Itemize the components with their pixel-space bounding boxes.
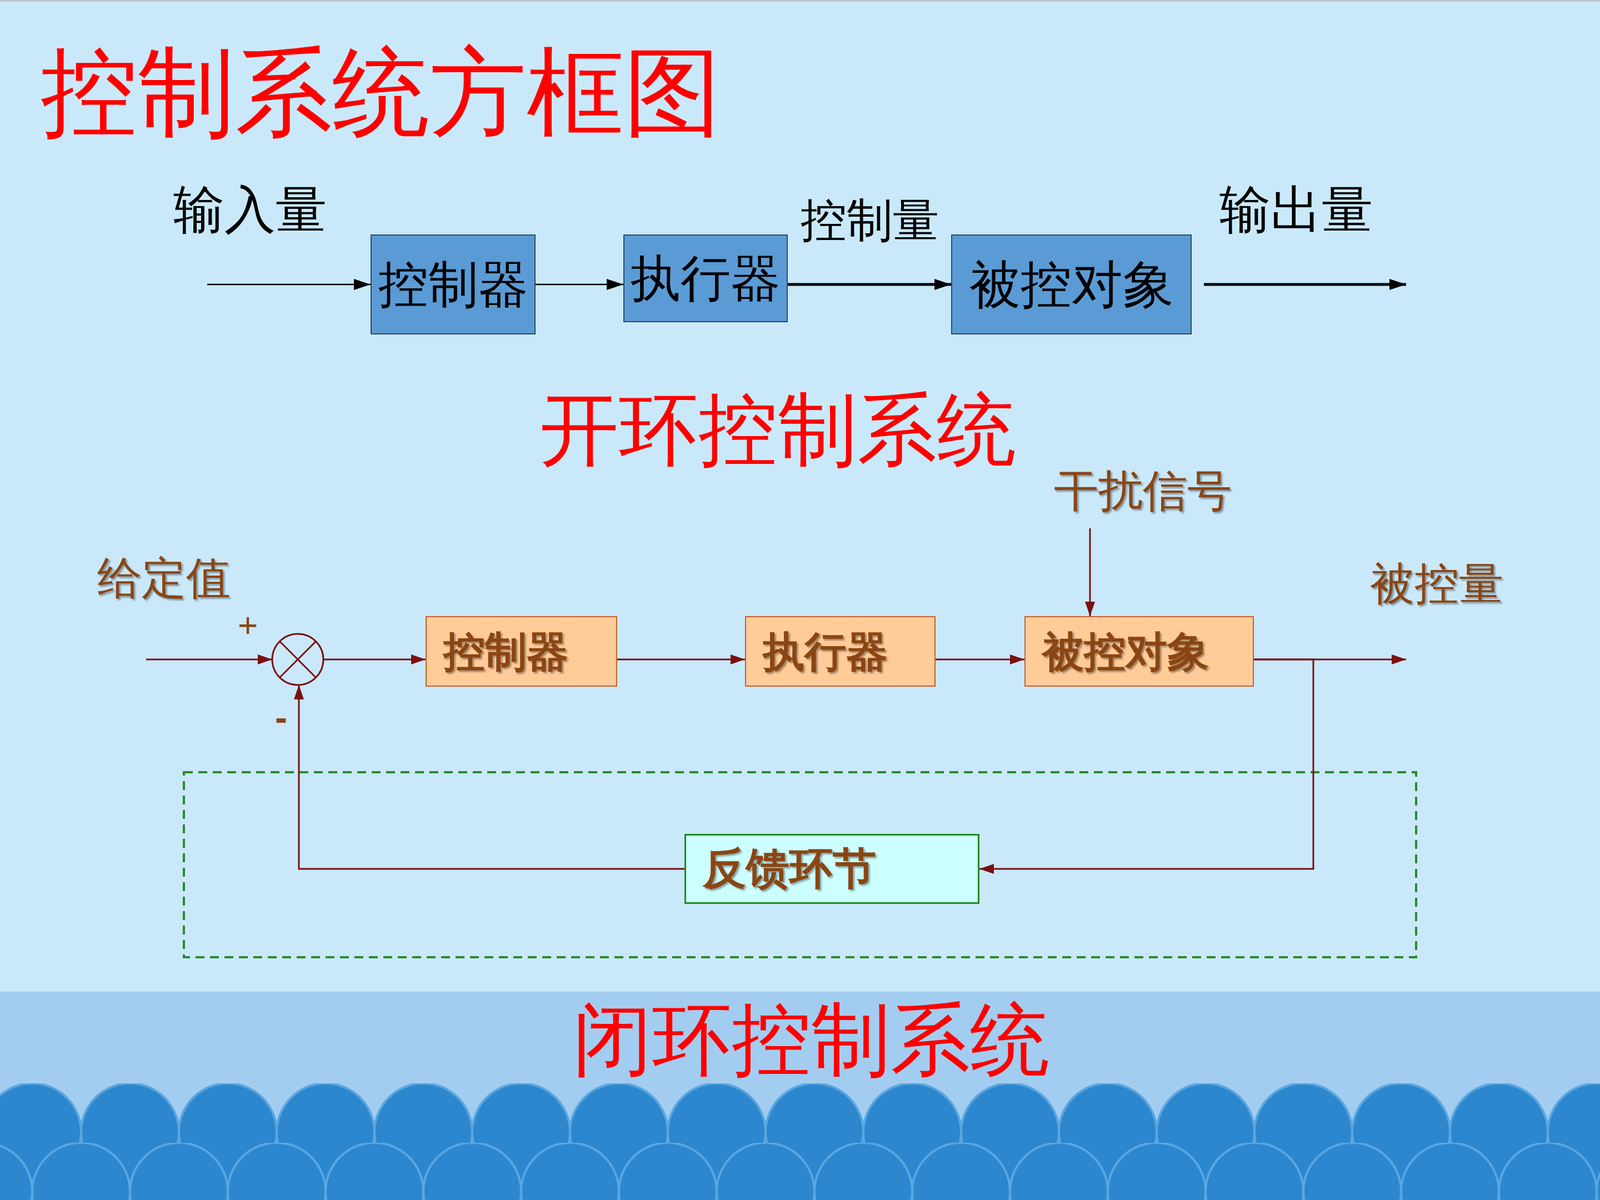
summing-junction-cross: [280, 641, 317, 678]
disturbance-wire: [1089, 528, 1092, 617]
summing-junction: [272, 633, 324, 685]
wave-row: [0, 1142, 1600, 1200]
input-wire: [207, 283, 371, 286]
signal-name: 控制量: [800, 192, 939, 249]
signal-arrow: [935, 658, 1025, 661]
signal-name: 被控量: [1370, 557, 1504, 611]
box-label: 反馈环节: [702, 842, 877, 895]
signal-arrow: [979, 659, 1314, 869]
section-heading: 闭环控制系统: [572, 992, 1050, 1088]
box-label: 执行器: [762, 626, 888, 677]
signal-name: 输入量: [173, 178, 327, 240]
block-box: 执行器: [745, 616, 936, 687]
error-wire: [323, 658, 426, 661]
box-label: 被控对象: [1042, 626, 1209, 677]
sign-mark: -: [275, 695, 288, 740]
signal-arrow: [787, 283, 952, 287]
box-label: 被控对象: [969, 253, 1174, 315]
sign-mark: +: [237, 604, 258, 646]
diagram-title: 控制系统方框图: [40, 34, 722, 152]
block-box: 控制器: [425, 616, 618, 687]
block-box: 被控对象: [1024, 616, 1254, 687]
box-label: 控制器: [378, 254, 529, 315]
signal-name: 干扰信号: [1053, 464, 1232, 518]
signal-name: 给定值: [97, 551, 231, 605]
feedback-group-outline: [183, 772, 1417, 958]
feedback-wire: [298, 685, 685, 869]
signal-name: 输出量: [1219, 178, 1373, 240]
output-wire: [1253, 658, 1407, 661]
input-wire: [146, 658, 273, 661]
block-box: 控制器: [370, 234, 536, 335]
signal-arrow: [617, 658, 745, 661]
feedback-box: 反馈环节: [684, 833, 980, 904]
section-heading: 开环控制系统: [539, 382, 1017, 478]
signal-arrow: [535, 283, 624, 286]
top-border: [0, 0, 1600, 2]
box-label: 执行器: [630, 248, 781, 309]
output-wire: [1203, 283, 1407, 287]
block-box: 被控对象: [951, 234, 1192, 335]
summing-junction-cross: [280, 641, 317, 678]
box-label: 控制器: [443, 626, 569, 677]
block-box: 执行器: [623, 234, 788, 323]
